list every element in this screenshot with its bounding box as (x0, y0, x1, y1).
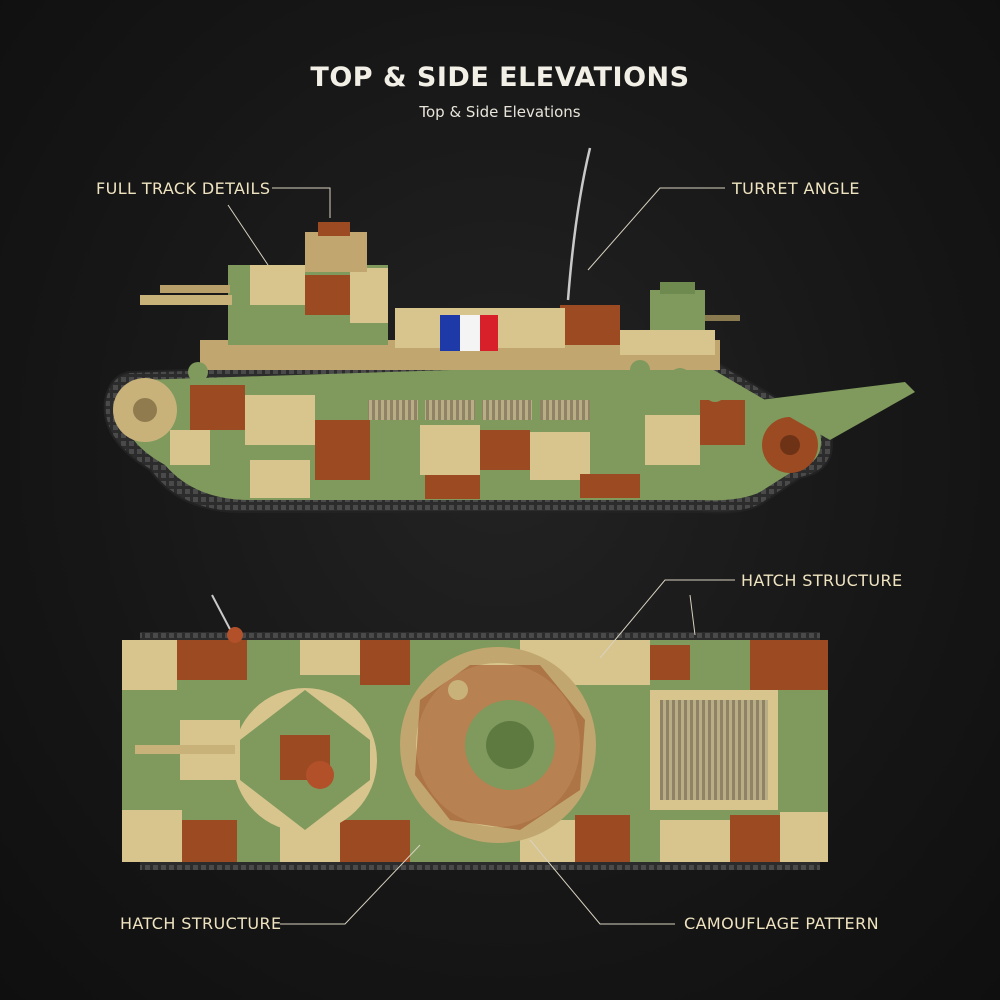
top-forward-turret (135, 688, 377, 832)
leader-full-track-details (272, 187, 331, 218)
leader-lines (227, 187, 735, 925)
page-subtitle: Top & Side Elevations (419, 103, 581, 121)
leader-hatch-structure-bottom (280, 844, 421, 925)
side-main-turret (140, 222, 388, 345)
page-title: TOP & SIDE ELEVATIONS (310, 62, 690, 93)
leader-hatch-structure-top-2 (689, 594, 696, 636)
callout-turret-angle: TURRET ANGLE (732, 179, 860, 198)
callout-hatch-structure-bottom: HATCH STRUCTURE (120, 914, 282, 933)
side-main-gun (140, 295, 232, 305)
side-view-tank (103, 147, 915, 514)
top-view-tank (122, 594, 828, 870)
french-flag (440, 315, 498, 351)
side-camo-blocks (170, 385, 745, 499)
callout-full-track-details: FULL TRACK DETAILS (96, 179, 271, 198)
side-antenna (566, 147, 592, 301)
leader-turret-angle (587, 187, 725, 271)
side-rear-turret (650, 282, 740, 330)
side-vents (368, 400, 590, 420)
leader-full-track-details-2 (227, 204, 269, 266)
callout-camouflage-pattern: CAMOUFLAGE PATTERN (684, 914, 879, 933)
top-main-turret (400, 647, 596, 843)
callout-hatch-structure-top: HATCH STRUCTURE (741, 571, 903, 590)
leader-hatch-structure-top (599, 579, 735, 659)
leader-camouflage-pattern (529, 839, 675, 925)
side-tail (760, 382, 915, 440)
side-road-wheels (113, 360, 818, 473)
top-engine-grille (650, 690, 778, 810)
